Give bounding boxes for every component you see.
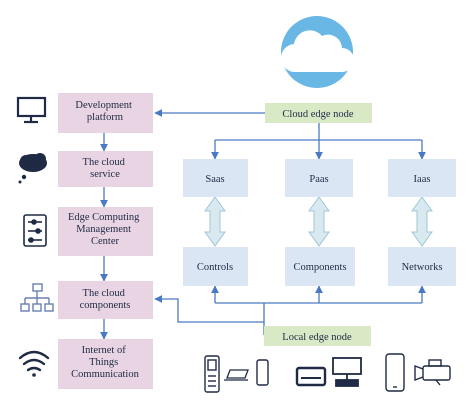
box-line: platform	[87, 112, 123, 123]
cloud-edge-node-box: Cloud edge node	[265, 103, 372, 123]
hierarchy-icon	[20, 283, 54, 312]
components-box: Components	[285, 247, 355, 286]
computer-icon	[332, 357, 362, 387]
smartphone-icon	[385, 353, 405, 392]
box-line: Communication	[71, 369, 139, 380]
left-box-cloud-components: The cloud components	[58, 281, 153, 319]
iaas-box: Iaas	[388, 159, 456, 197]
tablet-icon	[256, 359, 269, 386]
left-box-development-platform: Development platform	[58, 93, 153, 133]
server-drive-icon	[295, 366, 327, 387]
svg-text:The cloud components: The cloud components	[80, 288, 131, 311]
laptop-icon	[224, 369, 249, 381]
control-panel-icon	[23, 214, 47, 247]
monitor-icon	[16, 96, 47, 124]
local-node-connectors	[154, 285, 426, 335]
box-line: The cloud	[83, 157, 126, 168]
iaas-label: Iaas	[414, 174, 431, 185]
video-camera-icon	[414, 359, 451, 386]
double-arrow-paas-components	[308, 196, 330, 247]
controls-box: Controls	[183, 247, 248, 286]
networks-label: Networks	[402, 262, 443, 273]
cloud-logo-icon	[280, 16, 354, 88]
cloud-node-connectors	[154, 109, 426, 160]
saas-label: Saas	[205, 174, 224, 185]
networks-box: Networks	[388, 247, 456, 286]
box-line: Management	[76, 224, 131, 235]
local-edge-node-label: Local edge node	[282, 332, 352, 343]
svg-text:Development platform: Development platform	[75, 100, 134, 123]
box-line: Development	[75, 100, 132, 111]
double-arrow-iaas-networks	[411, 196, 433, 247]
double-arrow-saas-controls	[204, 196, 226, 247]
svg-text:The cloud service: The cloud service	[83, 157, 128, 180]
saas-box: Saas	[183, 159, 248, 197]
left-box-edge-management-center: Edge Computing Management Center	[58, 207, 153, 256]
cloud-edge-node-label: Cloud edge node	[282, 109, 353, 120]
cloud-icon	[18, 153, 47, 184]
box-line: components	[80, 300, 131, 311]
paas-box: Paas	[285, 159, 353, 197]
box-line: Center	[91, 236, 119, 247]
box-line: Internet of	[82, 345, 127, 356]
svg-text:Internet of Things: Internet of Things Communication	[71, 345, 139, 380]
svg-text:Edge Computing Managemen: Edge Computing Management Center	[68, 212, 142, 247]
local-edge-node-box: Local edge node	[264, 326, 371, 346]
controls-label: Controls	[197, 262, 233, 273]
left-box-cloud-service: The cloud service	[58, 151, 153, 187]
left-box-iot-communication: Internet of Things Communication	[58, 339, 153, 389]
paas-label: Paas	[309, 174, 328, 185]
box-line: The cloud	[83, 288, 126, 299]
box-line: Things	[89, 357, 118, 368]
box-line: service	[90, 169, 120, 180]
components-label: Components	[293, 262, 346, 273]
wifi-icon	[18, 350, 50, 377]
phone-icon	[204, 355, 220, 393]
double-arrows	[204, 196, 433, 247]
box-line: Edge Computing	[68, 212, 140, 223]
